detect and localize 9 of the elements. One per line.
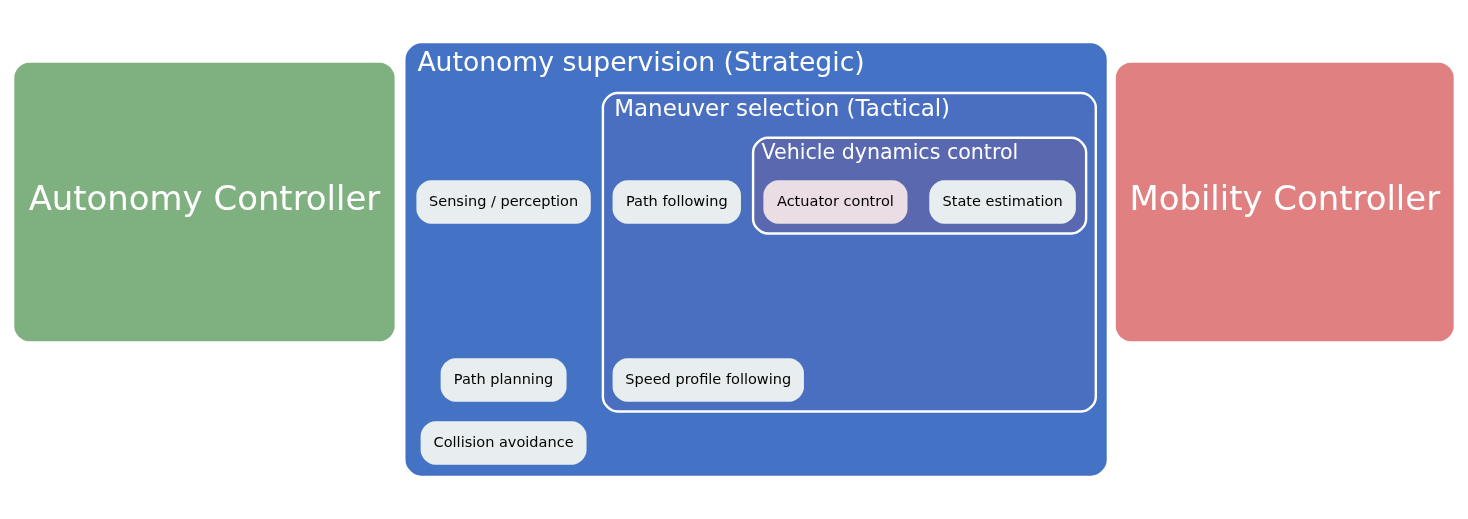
node-box: Path following [612, 180, 741, 224]
node-box: Path planning [440, 358, 567, 402]
node-box: Sensing / perception [416, 180, 591, 224]
node-box: State estimation [929, 180, 1076, 224]
node-box: Mobility Controller [1115, 62, 1454, 342]
node-box: Collision avoidance [420, 421, 587, 465]
node-box: Autonomy Controller [14, 62, 395, 342]
node-box: Speed profile following [612, 358, 804, 402]
node-box: Actuator control [763, 180, 908, 224]
